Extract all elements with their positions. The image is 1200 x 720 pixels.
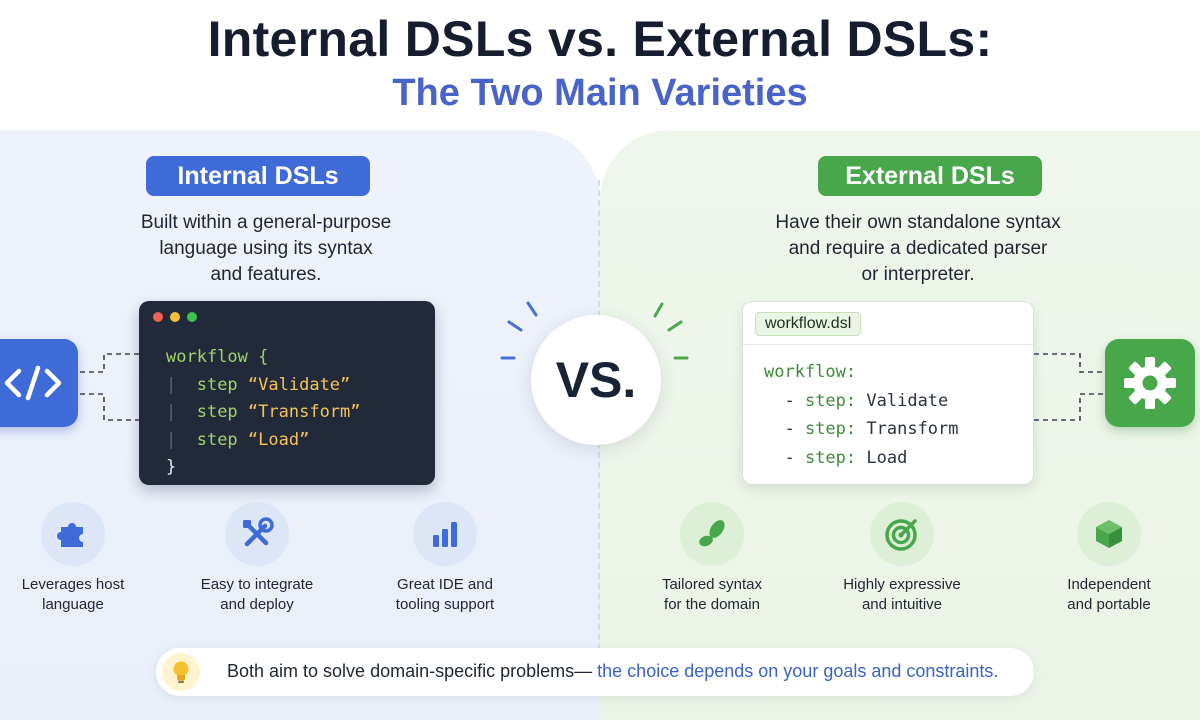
code-keyword: step:: [804, 390, 857, 411]
internal-description-line: and features.: [210, 264, 322, 285]
summary-text-part: Both aim to solve domain-specific proble…: [227, 661, 593, 681]
internal-dsls-heading: Internal DSLs: [146, 156, 370, 196]
code-keyword: step: [196, 429, 238, 450]
internal-description-line: language using its syntax: [159, 238, 373, 259]
code-value: Transform: [866, 419, 959, 439]
code-line: | step “Validate”: [166, 374, 351, 395]
code-line: workflow:: [764, 358, 959, 387]
feature-label: Easy to integrate and deploy: [172, 575, 342, 615]
code-line: - step: Load: [764, 447, 908, 468]
close-dot-icon: [153, 312, 163, 322]
feature-label: Leverages host language: [0, 575, 158, 615]
gear-icon: [1124, 357, 1176, 409]
feature-icon-circle: [870, 502, 934, 566]
code-value: Validate: [866, 390, 949, 411]
feature-label-line: Easy to integrate: [200, 576, 314, 593]
external-code-window: workflow.dsl workflow: - step: Validate …: [742, 301, 1034, 485]
feature-label-line: language: [42, 596, 104, 613]
code-keyword: step: [196, 374, 238, 395]
code-keyword: step:: [804, 447, 857, 468]
feature-icon-circle: [680, 502, 744, 566]
gear-icon-tile: [1105, 339, 1195, 427]
internal-code-window: workflow { | step “Validate” | step “Trans…: [139, 301, 435, 485]
cube-icon: [1096, 520, 1122, 548]
feature-label: Great IDE and tooling support: [360, 575, 530, 615]
feature-icon-circle: [413, 502, 477, 566]
feature-label: Independent and portable: [1024, 575, 1194, 615]
feature-label-line: Leverages host: [21, 576, 125, 593]
code-brackets-icon: [4, 365, 62, 401]
internal-code-block: workflow { | step “Validate” | step “Trans…: [166, 344, 361, 482]
feature-icon-circle: [41, 502, 105, 566]
bar-chart-icon: [433, 522, 457, 547]
feature-label-line: and intuitive: [861, 596, 943, 613]
summary-text-highlight: the choice depends on your goals and con…: [592, 661, 999, 681]
code-keyword: step:: [804, 419, 857, 439]
summary-bar: Both aim to solve domain-specific proble…: [156, 648, 1034, 696]
window-controls: [153, 312, 197, 322]
feature-label: Highly expressive and intuitive: [817, 575, 987, 615]
page-subtitle: The Two Main Varieties: [392, 72, 808, 114]
internal-description: Built within a general-purpose language …: [86, 210, 446, 288]
feature-label-line: Great IDE and: [397, 576, 493, 593]
feature-label-line: Highly expressive: [843, 576, 961, 593]
leaf-icon: [699, 520, 725, 547]
code-value: Load: [866, 447, 908, 468]
code-line: - step: Validate: [764, 390, 949, 411]
external-description: Have their own standalone syntax and req…: [738, 210, 1098, 288]
maximize-dot-icon: [187, 312, 197, 322]
external-description-line: or interpreter.: [861, 264, 975, 285]
minimize-dot-icon: [170, 312, 180, 322]
file-name-tab: workflow.dsl: [755, 312, 862, 336]
puzzle-icon: [57, 523, 83, 547]
target-icon: [885, 519, 917, 551]
external-code-block: workflow: - step: Validate - step: Trans…: [764, 358, 959, 472]
code-keyword: workflow:: [764, 362, 857, 382]
code-line: | step “Load”: [166, 429, 310, 450]
feature-label-line: and deploy: [220, 596, 294, 613]
code-line: | step “Transform”: [166, 402, 361, 422]
feature-label-line: and portable: [1067, 596, 1151, 613]
external-dsls-heading: External DSLs: [818, 156, 1042, 196]
lightbulb-icon: [173, 661, 189, 683]
code-keyword: workflow {: [166, 347, 269, 367]
code-string: “Transform”: [247, 402, 361, 422]
feature-label-line: for the domain: [664, 596, 760, 613]
tools-icon: [243, 517, 274, 547]
code-keyword: step: [196, 402, 238, 422]
external-description-line: and require a dedicated parser: [788, 238, 1048, 259]
code-line: - step: Transform: [764, 419, 959, 439]
code-string: “Load”: [247, 429, 310, 450]
vs-badge: VS.: [531, 315, 661, 445]
code-line: }: [166, 457, 177, 477]
lightbulb-icon-circle: [162, 653, 200, 691]
external-description-line: Have their own standalone syntax: [775, 212, 1061, 233]
feature-icon-circle: [225, 502, 289, 566]
page-title: Internal DSLs vs. External DSLs:: [207, 11, 993, 67]
feature-label-line: tooling support: [395, 596, 495, 613]
feature-label: Tailored syntax for the domain: [627, 575, 797, 615]
feature-label-line: Independent: [1067, 576, 1151, 593]
summary-text: Both aim to solve domain-specific proble…: [227, 661, 998, 682]
code-line: workflow {: [166, 344, 361, 372]
feature-label-line: Tailored syntax: [661, 576, 763, 593]
window-separator: [743, 344, 1033, 345]
code-tag-icon-tile: [0, 339, 78, 427]
feature-icon-circle: [1077, 502, 1141, 566]
internal-description-line: Built within a general-purpose: [140, 212, 392, 233]
code-string: “Validate”: [247, 374, 351, 395]
